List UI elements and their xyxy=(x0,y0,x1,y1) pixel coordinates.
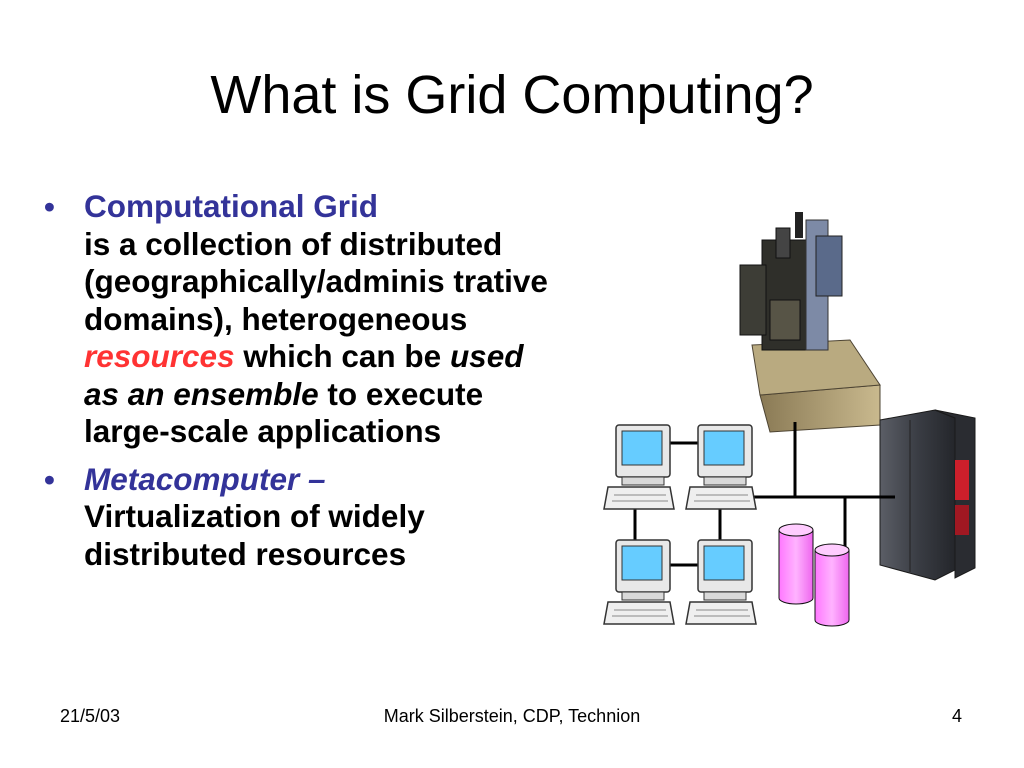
workstation-icon xyxy=(603,539,675,625)
bullet-text-2: which can be xyxy=(234,338,442,374)
highlight-resources: resources xyxy=(84,338,235,374)
footer-page-number: 4 xyxy=(951,706,962,726)
database-cylinder-icon xyxy=(778,523,814,605)
footer-author: Mark Silberstein, CDP, Technion xyxy=(383,706,641,726)
bullet-dot: • xyxy=(44,461,55,497)
bullet-text-metacomputer: Virtualization of widely distributed res… xyxy=(84,498,425,572)
workstation-icon xyxy=(603,424,675,510)
slide-title: What is Grid Computing? xyxy=(210,65,814,125)
bullet-list: • Computational Grid is a collection of … xyxy=(38,188,558,573)
bullet-text-1: is a collection of distributed (geograph… xyxy=(84,225,548,337)
grid-network-illustration xyxy=(603,212,976,627)
term-computational-grid: Computational Grid xyxy=(84,188,378,224)
workstation-icon xyxy=(685,539,757,625)
bullet-computational-grid: • Computational Grid is a collection of … xyxy=(38,188,558,451)
bullet-dot: • xyxy=(44,189,55,224)
emphasis-ensemble: used as an ensemble xyxy=(84,338,524,412)
network-links xyxy=(633,422,895,567)
bullet-metacomputer: • Metacomputer – Virtualization of widel… xyxy=(38,461,558,574)
supercomputer-icon xyxy=(739,212,881,433)
rack-server-icon xyxy=(879,409,976,581)
term-metacomputer: Metacomputer – xyxy=(84,460,326,497)
workstation-icon xyxy=(685,424,757,510)
footer-date: 21/5/03 xyxy=(60,706,121,726)
bullet-text-3: to execute large-scale applications xyxy=(84,375,484,450)
database-cylinder-icon xyxy=(814,543,850,627)
